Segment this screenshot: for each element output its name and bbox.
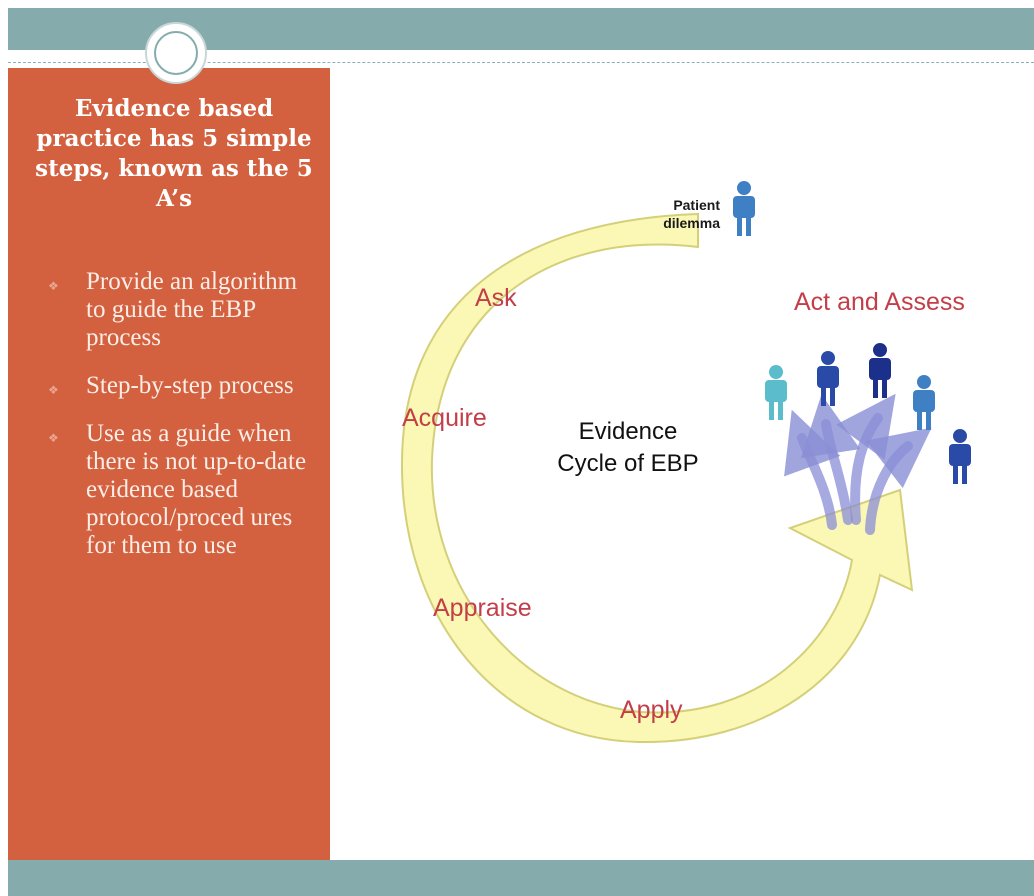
- action-arrows: [784, 393, 932, 535]
- step-label-acquire: Acquire: [402, 404, 487, 432]
- cycle-center-label: Evidence Cycle of EBP: [548, 416, 708, 480]
- action-arrow: [865, 427, 932, 535]
- step-label-appraise: Appraise: [433, 594, 532, 622]
- person-icon: [765, 365, 787, 420]
- panel-heading: Evidence based practice has 5 simple ste…: [35, 95, 313, 212]
- bottom-band: [8, 860, 1034, 896]
- person-icon: [817, 351, 839, 406]
- person-icon: [869, 343, 891, 398]
- bullet-text: Use as a guide when there is not up-to-d…: [86, 420, 307, 559]
- patient-label-line: dilemma: [663, 215, 720, 231]
- bullet-text: Step-by-step process: [86, 372, 294, 399]
- bullet-diamond-icon: ❖: [48, 383, 59, 397]
- person-icon: [913, 375, 935, 430]
- cycle-arrow: [400, 212, 914, 744]
- person-icon: [733, 181, 755, 236]
- bullet-list: ❖ Provide an algorithm to guide the EBP …: [48, 268, 316, 580]
- bullet-text: Provide an algorithm to guide the EBP pr…: [86, 268, 298, 351]
- step-label-act-and-assess: Act and Assess: [794, 288, 965, 316]
- left-margin: [0, 0, 8, 896]
- center-label-line: Cycle of EBP: [557, 450, 699, 477]
- person-icon: [949, 429, 971, 484]
- step-label-ask: Ask: [475, 284, 517, 312]
- patient-dilemma-label: Patient dilemma: [636, 196, 720, 232]
- action-arrow: [800, 394, 861, 525]
- circle-ornament-icon: [145, 22, 207, 84]
- left-panel: [8, 68, 330, 860]
- center-label-line: Evidence: [578, 418, 678, 445]
- action-arrow: [836, 393, 896, 525]
- bullet-diamond-icon: ❖: [48, 431, 59, 445]
- bullet-item: ❖ Provide an algorithm to guide the EBP …: [48, 268, 316, 352]
- header-divider: [8, 62, 1034, 63]
- bullet-item: ❖ Use as a guide when there is not up-to…: [48, 420, 316, 560]
- patient-label-line: Patient: [673, 197, 720, 213]
- bullet-diamond-icon: ❖: [48, 279, 59, 293]
- step-label-apply: Apply: [620, 696, 683, 724]
- bullet-item: ❖ Step-by-step process: [48, 372, 316, 400]
